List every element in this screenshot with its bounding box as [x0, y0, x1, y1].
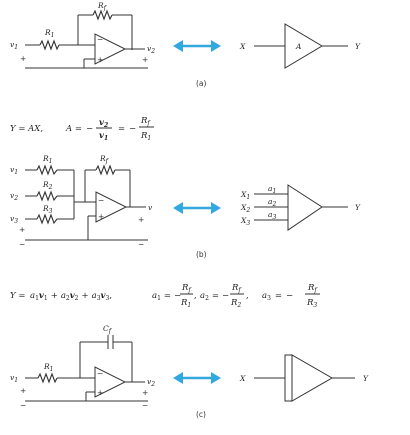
- resistor-r1: [39, 39, 60, 51]
- svg-text:Rf: Rf: [307, 283, 318, 294]
- input-plus-c: +: [20, 386, 26, 395]
- panel-a: v1 R1 Rf v2 − + + + X A Y (a): [10, 1, 361, 88]
- svg-text:R2: R2: [230, 298, 241, 309]
- output-minus-c: −: [142, 401, 148, 410]
- double-arrow-b: [173, 202, 221, 214]
- label-v1-c: v1: [10, 373, 18, 384]
- block-input-x: X: [239, 42, 246, 51]
- equation-b: Y = a1v1+a2v2+a3v3, a1=− Rf R1 , a2=− Rf…: [10, 283, 320, 309]
- input-minus-c: −: [20, 401, 26, 410]
- block-output-y-b: Y: [355, 203, 361, 212]
- label-v1-b: v1: [10, 165, 18, 176]
- block-output-y: Y: [355, 42, 361, 51]
- opamp-minus: −: [97, 35, 103, 44]
- summing-block-b: X1 X2 X3 a1 a2 a3 Y: [240, 184, 361, 231]
- block-input-x-c: X: [239, 374, 246, 383]
- resistor-r1-b: [36, 164, 58, 176]
- label-v2-b: v2: [10, 191, 18, 202]
- svg-text:v1: v1: [99, 131, 108, 142]
- output-minus-b: −: [138, 240, 144, 249]
- label-v2-c: v2: [147, 377, 155, 388]
- svg-text:Y = AX,: Y = AX,: [10, 124, 43, 134]
- block-x2: X2: [240, 203, 250, 214]
- opamp-minus-b: −: [98, 196, 104, 205]
- panel-b: v1 v2 v3 + − R1 R2 R3 Rf − + v + − X1: [10, 154, 361, 259]
- svg-text:−: −: [86, 124, 93, 134]
- label-rf-b: Rf: [99, 154, 110, 165]
- summing-triangle: [287, 184, 323, 231]
- resistor-r3-b: [36, 213, 58, 225]
- label-r2-b: R2: [42, 180, 53, 191]
- resistor-r2-b: [36, 190, 58, 202]
- label-r1-b: R1: [42, 154, 52, 165]
- svg-text:=: =: [118, 124, 125, 134]
- output-plus-b: +: [138, 215, 144, 224]
- integrator-circuit: v1 R1 Cf v2 − + + − + −: [10, 324, 155, 410]
- inverting-amplifier-circuit: v1 R1 Rf v2 − + + +: [10, 1, 155, 69]
- output-plus: +: [142, 55, 148, 64]
- svg-text:R1: R1: [140, 131, 151, 142]
- svg-text:a3=−: a3=−: [262, 291, 293, 302]
- resistor-rf-b: [95, 164, 116, 176]
- svg-text:−: −: [129, 124, 136, 134]
- svg-text:R1: R1: [180, 298, 191, 309]
- svg-text:a1=−: a1=−: [152, 291, 181, 302]
- block-a1: a1: [268, 184, 276, 195]
- opamp-plus: +: [97, 55, 103, 64]
- svg-text:,: ,: [194, 291, 197, 301]
- gain-triangle: [284, 23, 323, 69]
- capacitor-cf: [107, 335, 114, 349]
- block-x1: X1: [240, 190, 250, 201]
- summing-amplifier-circuit: v1 v2 v3 + − R1 R2 R3 Rf − + v + −: [10, 154, 153, 249]
- label-vout-b: v: [148, 203, 153, 212]
- output-plus-c: +: [142, 388, 148, 397]
- svg-text:Y =: Y =: [10, 291, 25, 301]
- block-output-y-c: Y: [363, 374, 369, 383]
- integrator-block-c: X Y: [239, 354, 369, 402]
- svg-text:a1v1+a2v2+a3v3,: a1v1+a2v2+a3v3,: [30, 291, 112, 302]
- svg-text:a2=−: a2=−: [200, 291, 229, 302]
- svg-text:,: ,: [246, 291, 249, 301]
- label-r1-c: R1: [43, 362, 53, 373]
- op-amp-c: [94, 366, 127, 398]
- block-gain-a: A: [295, 42, 302, 51]
- label-v2: v2: [147, 44, 155, 55]
- resistor-r1-c: [37, 372, 58, 384]
- label-rf: Rf: [97, 1, 108, 12]
- op-amp-b: [95, 191, 128, 223]
- svg-text:A =: A =: [65, 124, 82, 134]
- label-r3-b: R3: [42, 204, 53, 215]
- equation-a: Y = AX, A = − v2 v1 = − Rf R1: [10, 116, 154, 142]
- op-amp: [94, 33, 127, 65]
- svg-text:Rf: Rf: [140, 116, 151, 127]
- opamp-plus-b: +: [98, 212, 104, 221]
- input-plus-b: +: [19, 225, 25, 234]
- resistor-rf: [92, 9, 113, 21]
- svg-text:v2: v2: [99, 118, 108, 129]
- label-r1: R1: [44, 28, 54, 39]
- integrator-triangle: [291, 354, 334, 402]
- block-a3: a3: [268, 210, 276, 221]
- input-minus-b: −: [19, 240, 25, 249]
- label-v1: v1: [10, 40, 18, 51]
- label-v3-b: v3: [10, 214, 18, 225]
- caption-c: (c): [196, 410, 206, 419]
- svg-text:Rf: Rf: [231, 283, 242, 294]
- caption-b: (b): [196, 250, 207, 259]
- panel-c: v1 R1 Cf v2 − + + − + − X Y (c): [10, 324, 369, 419]
- block-a2: a2: [268, 197, 276, 208]
- block-x3: X3: [240, 216, 250, 227]
- gain-block-a: X A Y: [239, 23, 361, 69]
- svg-text:R3: R3: [306, 298, 317, 309]
- input-plus: +: [20, 54, 26, 63]
- label-cf-c: Cf: [103, 324, 113, 335]
- svg-text:Rf: Rf: [181, 283, 192, 294]
- double-arrow-c: [173, 372, 221, 384]
- double-arrow-a: [173, 40, 221, 52]
- integrator-bar: [284, 354, 293, 402]
- caption-a: (a): [196, 79, 207, 88]
- opamp-plus-c: +: [97, 388, 103, 397]
- opamp-minus-c: −: [97, 369, 103, 378]
